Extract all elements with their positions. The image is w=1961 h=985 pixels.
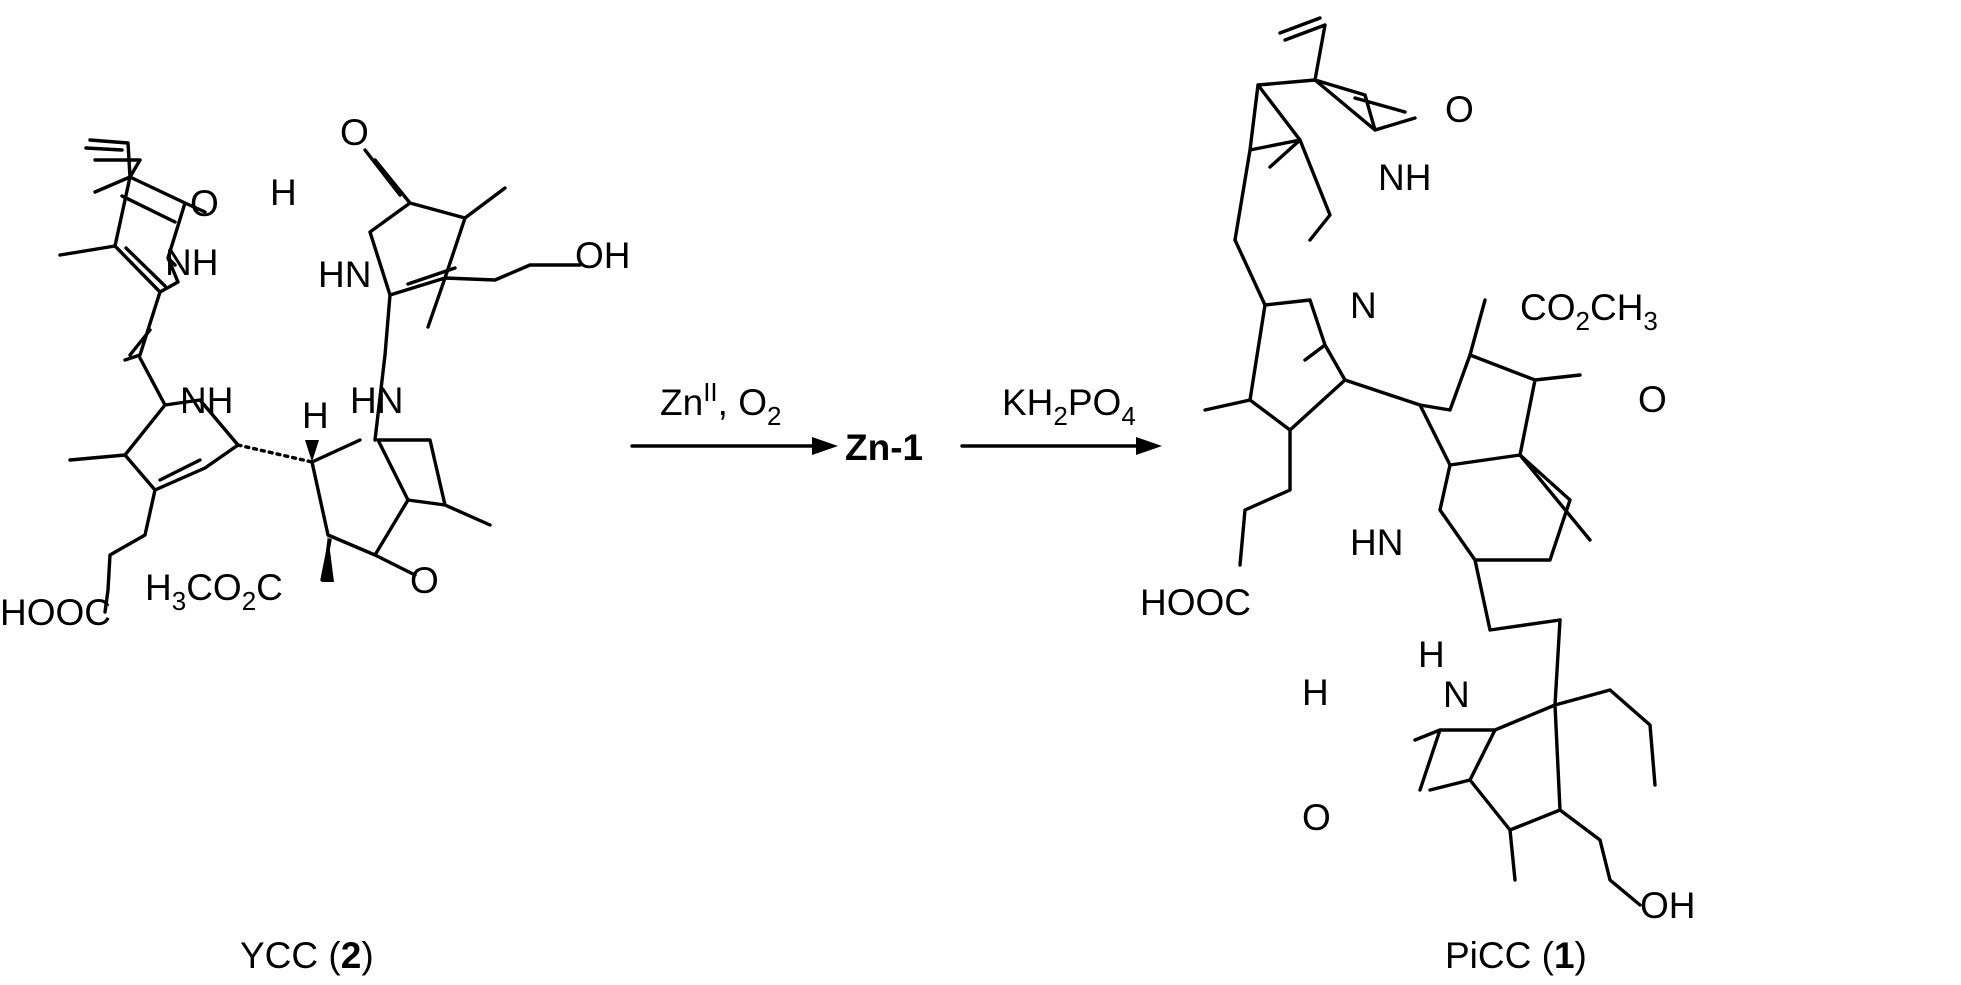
picc-n-formyl-ring: N bbox=[1443, 674, 1470, 715]
reaction-arrows: ZnII, O2 Zn-1 KH2PO4 bbox=[630, 377, 1162, 468]
picc-nh-lactam: NH bbox=[1378, 157, 1431, 198]
ycc-wedge-h bbox=[305, 440, 319, 462]
picc-o-formyl: O bbox=[1302, 797, 1331, 838]
ycc-structure: O NH H O HN OH NH H HN O HOOC H3CO2C YCC… bbox=[0, 112, 631, 976]
picc-hooc: HOOC bbox=[1140, 582, 1251, 623]
picc-h-formyl: H bbox=[1302, 672, 1329, 713]
reagents-2: KH2PO4 bbox=[1002, 382, 1136, 431]
ycc-caption: YCC (2) bbox=[240, 935, 374, 976]
ycc-hn-pyrrole-d: HN bbox=[350, 380, 403, 421]
ycc-o-formyl: O bbox=[340, 112, 369, 153]
arrow-1-head bbox=[812, 437, 838, 455]
reagents-1: ZnII, O2 bbox=[660, 377, 781, 431]
picc-ring-c-bonds bbox=[1343, 298, 1592, 632]
ycc-hooc: HOOC bbox=[0, 592, 111, 633]
ycc-nh-lactam: NH bbox=[165, 242, 218, 283]
intermediate-zn-1: Zn-1 bbox=[845, 427, 923, 468]
ycc-vinyl bbox=[84, 138, 132, 179]
ycc-ring-c-bonds bbox=[363, 148, 582, 442]
picc-ring-b-bonds bbox=[1203, 238, 1347, 567]
picc-hn-pyrrole: HN bbox=[1350, 522, 1403, 563]
ycc-ester: H3CO2C bbox=[145, 567, 283, 616]
ycc-h-formyl: H bbox=[270, 172, 297, 213]
arrow-2-head bbox=[1136, 437, 1162, 455]
ycc-ring-d-bonds bbox=[310, 438, 492, 582]
picc-oh: OH bbox=[1640, 885, 1696, 926]
ycc-hash-bond bbox=[236, 443, 314, 464]
picc-h-formyl-nh: H bbox=[1418, 634, 1445, 675]
ycc-ring-b-bonds bbox=[68, 356, 240, 614]
ycc-wedge-ester bbox=[322, 535, 334, 582]
ycc-hn-pyrrole-c: HN bbox=[318, 254, 371, 295]
picc-caption: PiCC (1) bbox=[1445, 935, 1587, 976]
ycc-h-stereo: H bbox=[302, 395, 329, 436]
picc-ring-a-bonds bbox=[1233, 16, 1417, 242]
picc-o-lactam: O bbox=[1445, 89, 1474, 130]
picc-ester: CO2CH3 bbox=[1520, 287, 1658, 336]
picc-ring-d-bonds bbox=[1413, 618, 1657, 907]
ycc-o-ketone-top: O bbox=[190, 183, 219, 224]
picc-n-imine: N bbox=[1350, 285, 1377, 326]
picc-o-ketone: O bbox=[1638, 379, 1667, 420]
picc-structure: O NH N CO2CH3 O HN HOOC H N H O OH PiCC … bbox=[1140, 16, 1696, 976]
ycc-oh: OH bbox=[575, 235, 631, 276]
ycc-o-ring-ketone: O bbox=[410, 560, 439, 601]
ycc-nh-pyrrole-b: NH bbox=[180, 380, 233, 421]
ycc-ring-a-bonds bbox=[58, 158, 207, 362]
